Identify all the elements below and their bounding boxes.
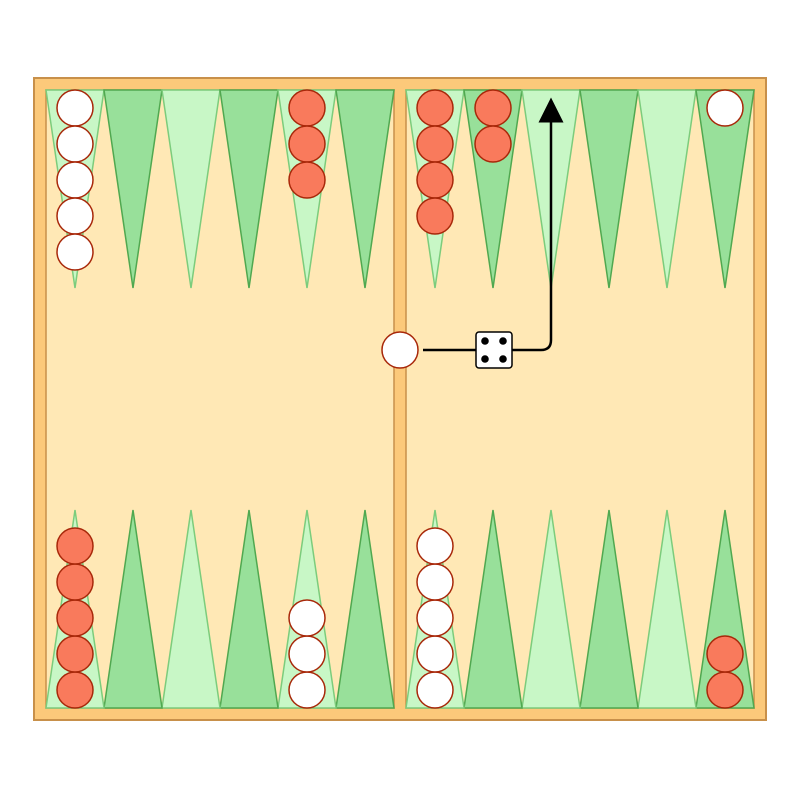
left-half-surface bbox=[45, 89, 395, 709]
point-3[interactable] bbox=[579, 509, 639, 709]
point-10[interactable] bbox=[161, 509, 221, 709]
die-pip bbox=[481, 355, 489, 363]
point-18[interactable] bbox=[335, 89, 395, 289]
red-checker-point-12[interactable] bbox=[56, 563, 94, 601]
white-checker-point-6[interactable] bbox=[416, 563, 454, 601]
die-face bbox=[475, 331, 513, 369]
move-indicator bbox=[423, 97, 564, 369]
white-checker-point-8[interactable] bbox=[288, 635, 326, 673]
die[interactable] bbox=[475, 331, 513, 369]
move-arrow bbox=[512, 97, 564, 352]
point-5[interactable] bbox=[463, 509, 523, 709]
white-checker-point-8[interactable] bbox=[288, 671, 326, 709]
point-7[interactable] bbox=[335, 509, 395, 709]
red-checker-point-12[interactable] bbox=[56, 671, 94, 709]
die-pip bbox=[499, 337, 507, 345]
white-checker-bar[interactable] bbox=[381, 331, 419, 369]
point-22[interactable] bbox=[579, 89, 639, 289]
white-checker-point-24[interactable] bbox=[706, 89, 744, 127]
die-pip bbox=[499, 355, 507, 363]
red-checker-point-17[interactable] bbox=[288, 125, 326, 163]
white-checker-point-6[interactable] bbox=[416, 527, 454, 565]
white-checker-point-8[interactable] bbox=[288, 599, 326, 637]
point-23[interactable] bbox=[637, 89, 697, 289]
white-checker-point-6[interactable] bbox=[416, 635, 454, 673]
right-half-surface bbox=[405, 89, 755, 709]
red-checker-point-20[interactable] bbox=[474, 125, 512, 163]
point-9[interactable] bbox=[219, 509, 279, 709]
white-checker-point-13[interactable] bbox=[56, 233, 94, 271]
red-checker-point-19[interactable] bbox=[416, 197, 454, 235]
white-checker-point-13[interactable] bbox=[56, 89, 94, 127]
red-checker-point-1[interactable] bbox=[706, 635, 744, 673]
red-checker-point-12[interactable] bbox=[56, 527, 94, 565]
red-checker-point-17[interactable] bbox=[288, 161, 326, 199]
white-checker-point-13[interactable] bbox=[56, 197, 94, 235]
red-checker-point-17[interactable] bbox=[288, 89, 326, 127]
point-16[interactable] bbox=[219, 89, 279, 289]
red-checker-point-19[interactable] bbox=[416, 161, 454, 199]
checkers-layer bbox=[56, 89, 744, 709]
die-pip bbox=[481, 337, 489, 345]
point-14[interactable] bbox=[103, 89, 163, 289]
point-4[interactable] bbox=[521, 509, 581, 709]
point-11[interactable] bbox=[103, 509, 163, 709]
red-checker-point-12[interactable] bbox=[56, 599, 94, 637]
white-checker-point-6[interactable] bbox=[416, 671, 454, 709]
red-checker-point-1[interactable] bbox=[706, 671, 744, 709]
white-checker-point-13[interactable] bbox=[56, 161, 94, 199]
red-checker-point-12[interactable] bbox=[56, 635, 94, 673]
red-checker-point-19[interactable] bbox=[416, 125, 454, 163]
point-2[interactable] bbox=[637, 509, 697, 709]
point-15[interactable] bbox=[161, 89, 221, 289]
red-checker-point-20[interactable] bbox=[474, 89, 512, 127]
red-checker-point-19[interactable] bbox=[416, 89, 454, 127]
white-checker-point-13[interactable] bbox=[56, 125, 94, 163]
white-checker-point-6[interactable] bbox=[416, 599, 454, 637]
